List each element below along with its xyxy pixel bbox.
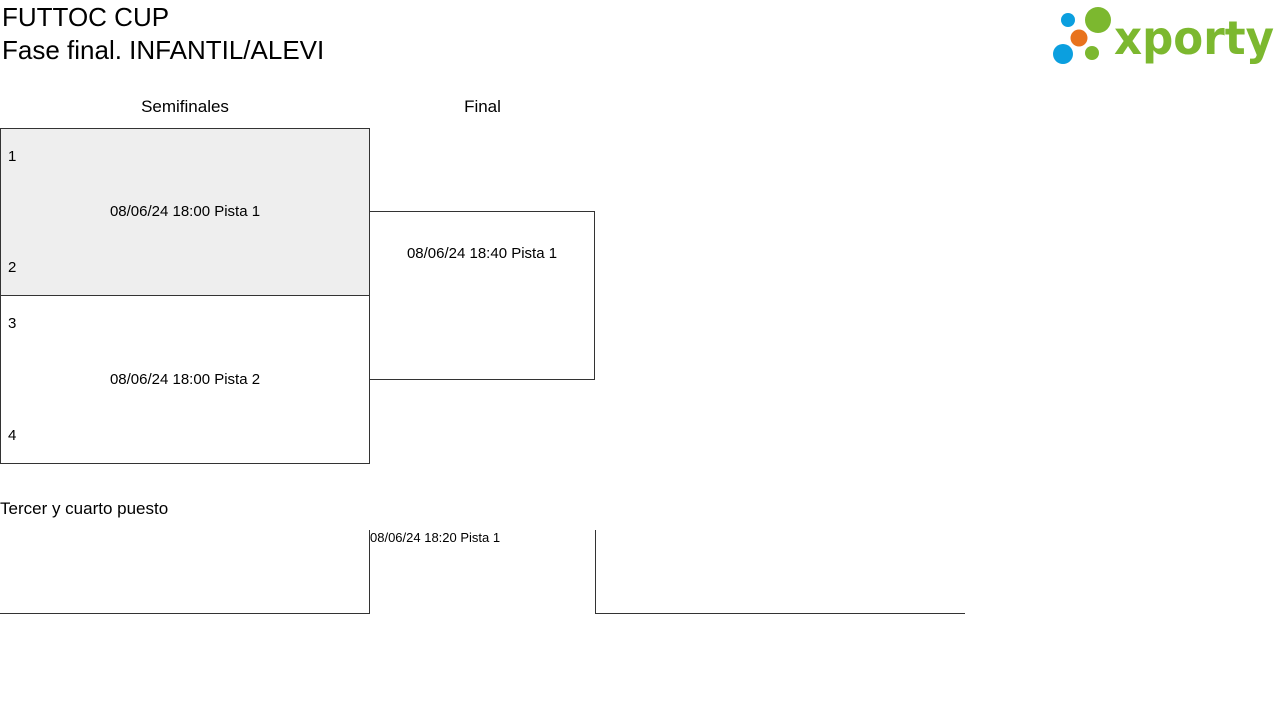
third-place-right-slot-line (595, 613, 965, 614)
semifinal-match-2[interactable]: 3 08/06/24 18:00 Pista 2 4 (0, 295, 370, 464)
team-slot-bottom: 4 (8, 427, 17, 444)
logo-dot-green-small (1085, 46, 1099, 60)
final-match[interactable]: 08/06/24 18:40 Pista 1 (369, 211, 595, 380)
logo-dot-blue-large (1053, 44, 1073, 64)
logo-dot-green-large (1085, 7, 1111, 33)
logo-dot-blue-small (1061, 13, 1075, 27)
third-place-left-slot-line (0, 613, 370, 614)
third-place-right-connector (595, 530, 596, 614)
phase-title: Fase final. INFANTIL/ALEVI (2, 35, 325, 65)
logo-dot-orange (1070, 29, 1088, 47)
round-header-semifinals: Semifinales (141, 97, 229, 116)
team-slot-bottom: 2 (8, 259, 17, 276)
third-place-match-schedule[interactable]: 08/06/24 18:20 Pista 1 (370, 530, 501, 545)
tournament-title: FUTTOC CUP (2, 2, 170, 32)
team-slot-top: 1 (8, 148, 17, 165)
xporty-logo-icon: xporty (1053, 7, 1274, 65)
semifinal-match-1[interactable]: 1 08/06/24 18:00 Pista 1 2 (0, 128, 370, 296)
match-schedule: 08/06/24 18:00 Pista 1 (109, 203, 261, 220)
team-slot-top: 3 (8, 315, 17, 332)
match-schedule: 08/06/24 18:40 Pista 1 (406, 245, 558, 262)
logo-wordmark: xporty (1114, 11, 1274, 65)
match-schedule: 08/06/24 18:00 Pista 2 (109, 371, 261, 388)
third-place-title: Tercer y cuarto puesto (0, 499, 169, 518)
xporty-logo: xporty (1050, 4, 1276, 68)
third-place-left-connector (369, 530, 370, 614)
round-header-final: Final (464, 97, 501, 116)
